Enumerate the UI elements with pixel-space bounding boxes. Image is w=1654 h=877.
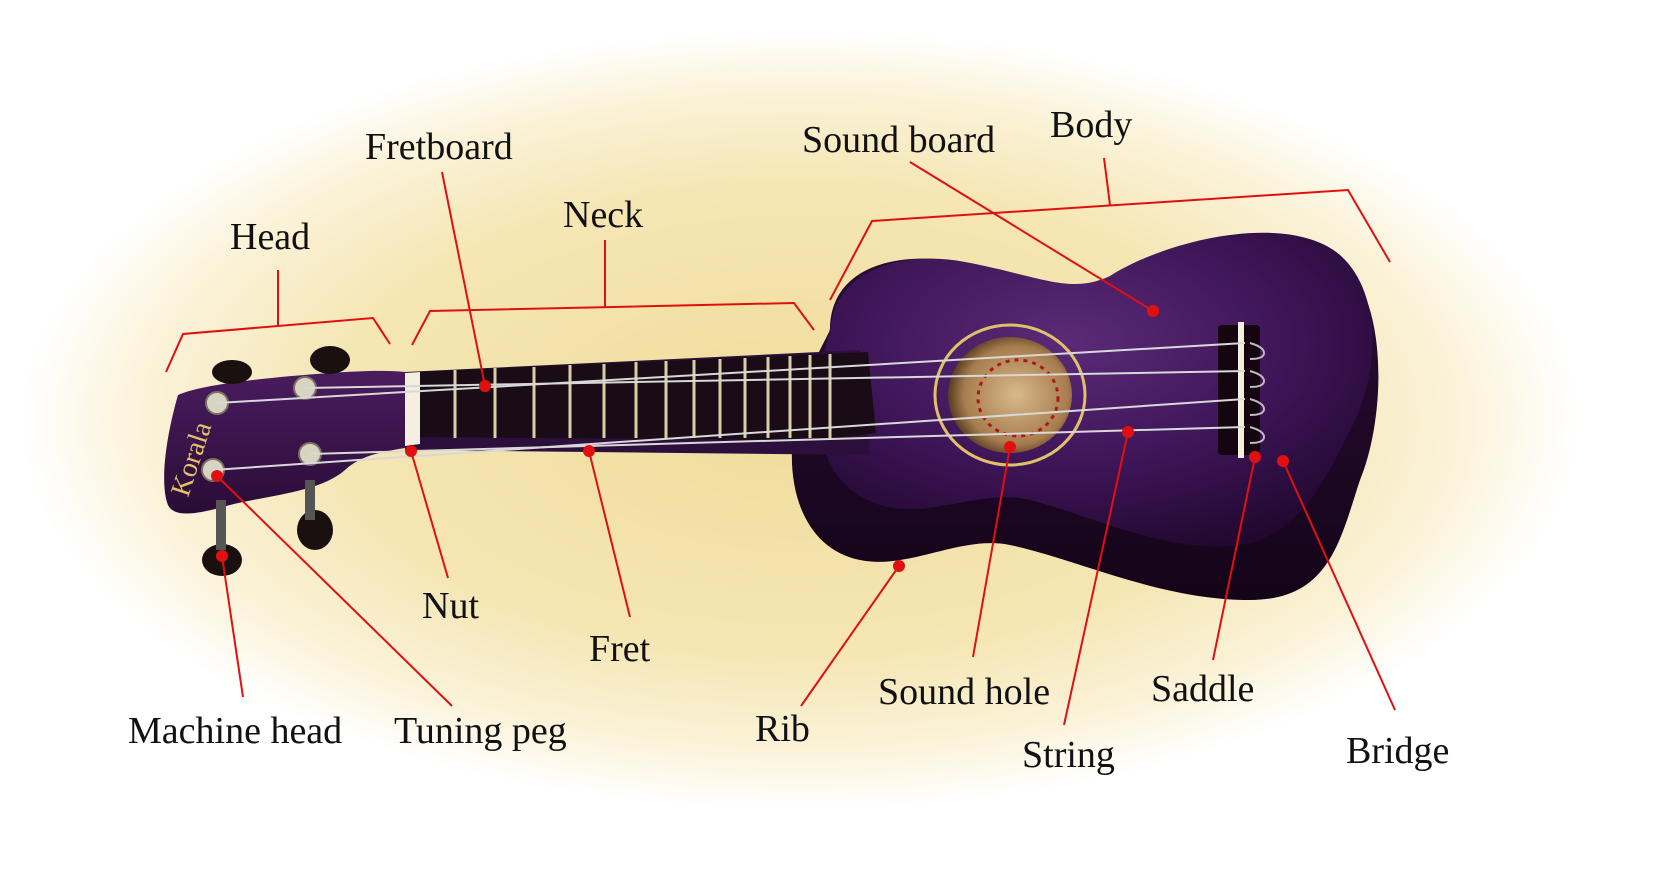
fret-dot	[583, 445, 595, 457]
saddle-leader	[1212, 456, 1256, 661]
neck-bracket	[411, 301, 815, 346]
sound-hole-leader	[972, 446, 1011, 658]
fretboard-dot	[479, 380, 491, 392]
label-saddle: Saddle	[1151, 668, 1255, 710]
sound-hole-dot	[1004, 441, 1016, 453]
label-sound-board: Sound board	[802, 119, 996, 161]
sound-board-leader	[909, 161, 1154, 312]
tuning-peg-leader	[216, 475, 453, 707]
bridge-leader	[1282, 460, 1396, 711]
string-dot	[1122, 426, 1134, 438]
nut-leader	[410, 450, 449, 579]
label-head: Head	[230, 216, 311, 258]
label-rib: Rib	[755, 708, 810, 750]
body-bracket	[829, 188, 1391, 301]
label-machine-head: Machine head	[128, 710, 343, 752]
machine-heads	[202, 346, 350, 576]
bridge-dot	[1277, 455, 1289, 467]
nut-dot	[405, 445, 417, 457]
fret-leader	[588, 450, 631, 618]
strings	[212, 342, 1246, 471]
sound-hole-ring	[933, 323, 1087, 467]
sound-hole-label-ring	[976, 358, 1060, 438]
label-nut: Nut	[422, 585, 479, 627]
sound-board-dot	[1147, 305, 1159, 317]
body-leader	[1103, 157, 1111, 206]
marker-dots	[211, 305, 1289, 572]
string-leader	[1063, 431, 1129, 726]
machine-head-leader	[221, 555, 244, 698]
label-fret: Fret	[589, 628, 651, 670]
fretboard-shape	[412, 352, 876, 440]
label-string: String	[1022, 734, 1115, 776]
rib-leader	[800, 565, 900, 707]
head-bracket	[165, 316, 391, 373]
nut-shape	[405, 372, 420, 446]
label-bridge: Bridge	[1346, 730, 1450, 772]
tuning-peg-dot	[211, 470, 223, 482]
label-body: Body	[1050, 104, 1133, 146]
machine-head-dot	[216, 550, 228, 562]
fretboard-leader	[441, 171, 486, 387]
leader-lines	[165, 157, 1396, 726]
saddle-dot	[1249, 451, 1261, 463]
label-sound-hole: Sound hole	[878, 671, 1051, 713]
label-fretboard: Fretboard	[365, 126, 513, 168]
bridge-string-ties	[1249, 342, 1266, 444]
label-neck: Neck	[563, 194, 644, 236]
sound-board-shape	[817, 232, 1373, 547]
saddle-strip	[1238, 322, 1244, 458]
rib-dot	[893, 560, 905, 572]
label-tuning-peg: Tuning peg	[394, 710, 567, 752]
